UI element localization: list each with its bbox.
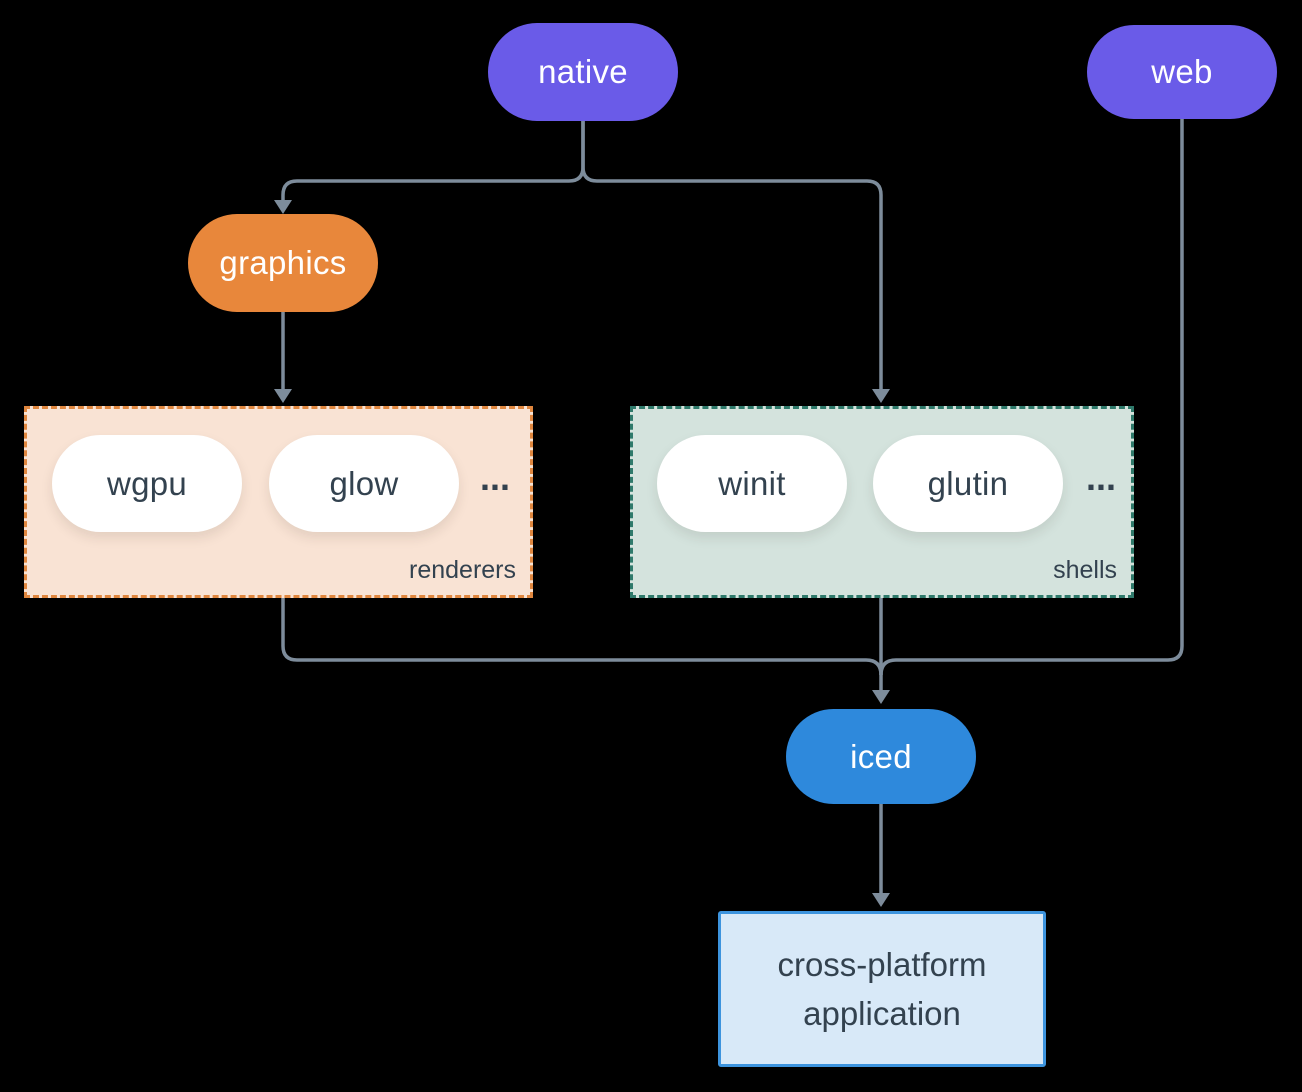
- arrowhead-graphics-icon: [274, 200, 292, 214]
- node-glutin-label: glutin: [927, 464, 1009, 502]
- app-label-line1: cross-platform: [777, 945, 987, 983]
- node-wgpu-label: wgpu: [106, 464, 188, 502]
- node-cross-platform-application: cross-platform application: [718, 911, 1046, 1067]
- arrowhead-shells-icon: [872, 389, 890, 403]
- shells-group-label: shells: [1053, 556, 1117, 584]
- renderers-group-label: renderers: [409, 556, 516, 584]
- node-glutin: glutin: [873, 435, 1063, 532]
- node-web-label: web: [1151, 53, 1213, 90]
- arrowhead-app-icon: [872, 893, 890, 907]
- node-glow: glow: [269, 435, 459, 532]
- edge-native-to-shells: [581, 121, 883, 390]
- node-winit: winit: [657, 435, 847, 532]
- app-label-line2: application: [803, 995, 961, 1032]
- arrowhead-iced-icon: [872, 690, 890, 704]
- node-web: web: [1087, 25, 1277, 119]
- node-native-label: native: [538, 53, 628, 90]
- node-native: native: [488, 23, 678, 121]
- renderers-ellipsis: ...: [480, 457, 511, 498]
- node-wgpu: wgpu: [52, 435, 242, 532]
- node-graphics: graphics: [188, 214, 378, 312]
- node-glow-label: glow: [329, 464, 399, 502]
- node-iced-label: iced: [850, 737, 912, 775]
- group-renderers: wgpu glow ... renderers: [24, 406, 533, 598]
- node-iced: iced: [786, 709, 976, 804]
- node-graphics-label: graphics: [219, 244, 347, 281]
- node-winit-label: winit: [718, 464, 786, 502]
- shells-ellipsis: ...: [1086, 457, 1117, 498]
- edge-native-to-graphics: [281, 121, 585, 201]
- arrowhead-renderers-icon: [274, 389, 292, 403]
- group-shells: winit glutin ... shells: [630, 406, 1134, 598]
- edge-renderers-to-iced: [281, 598, 883, 676]
